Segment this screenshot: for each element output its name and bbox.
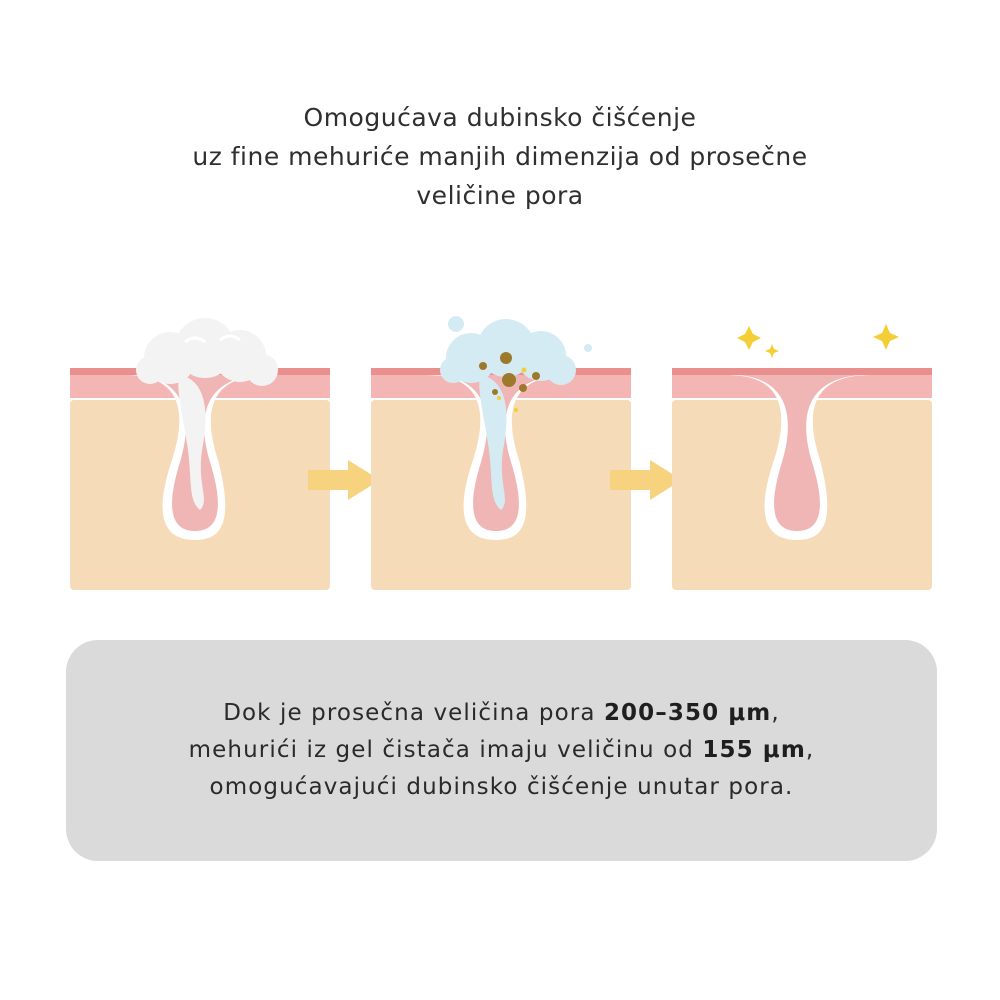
white-foam bbox=[136, 318, 278, 510]
info-text: Dok je prosečna veličina pora 200–350 μm… bbox=[66, 695, 937, 806]
dirt-particles bbox=[479, 352, 540, 412]
info-line-1: Dok je prosečna veličina pora 200–350 μm… bbox=[66, 695, 937, 732]
info-line-3: omogućavajući dubinsko čišćenje unutar p… bbox=[209, 774, 794, 800]
arrow-right-icon bbox=[610, 460, 682, 500]
headline-line-1: Omogućava dubinsko čišćenje bbox=[303, 103, 697, 132]
info-line-2: mehurići iz gel čistača imaju veličinu o… bbox=[66, 732, 937, 769]
headline: Omogućava dubinsko čišćenje uz fine mehu… bbox=[100, 98, 900, 215]
arrow-right-icon bbox=[308, 460, 380, 500]
info-line-1-text: Dok je prosečna veličina pora bbox=[223, 700, 604, 726]
info-line-1-comma: , bbox=[771, 700, 780, 726]
stage-clean-pore bbox=[672, 324, 932, 590]
bubble-size-value: 155 μm bbox=[702, 737, 806, 763]
headline-line-3: veličine pora bbox=[416, 181, 584, 210]
blue-bubbles bbox=[440, 316, 592, 510]
info-line-2-comma: , bbox=[805, 737, 815, 763]
pore-cleansing-diagram bbox=[70, 316, 932, 590]
info-line-2-text: mehurići iz gel čistača imaju veličinu o… bbox=[188, 737, 703, 763]
headline-line-2: uz fine mehuriće manjih dimenzija od pro… bbox=[192, 142, 808, 171]
stage-cleansing bbox=[371, 316, 631, 590]
stage-foam-applied bbox=[70, 318, 330, 590]
info-box: Dok je prosečna veličina pora 200–350 μm… bbox=[66, 640, 937, 861]
sparkle-icon bbox=[737, 324, 899, 358]
pore-size-value: 200–350 μm bbox=[603, 700, 772, 726]
